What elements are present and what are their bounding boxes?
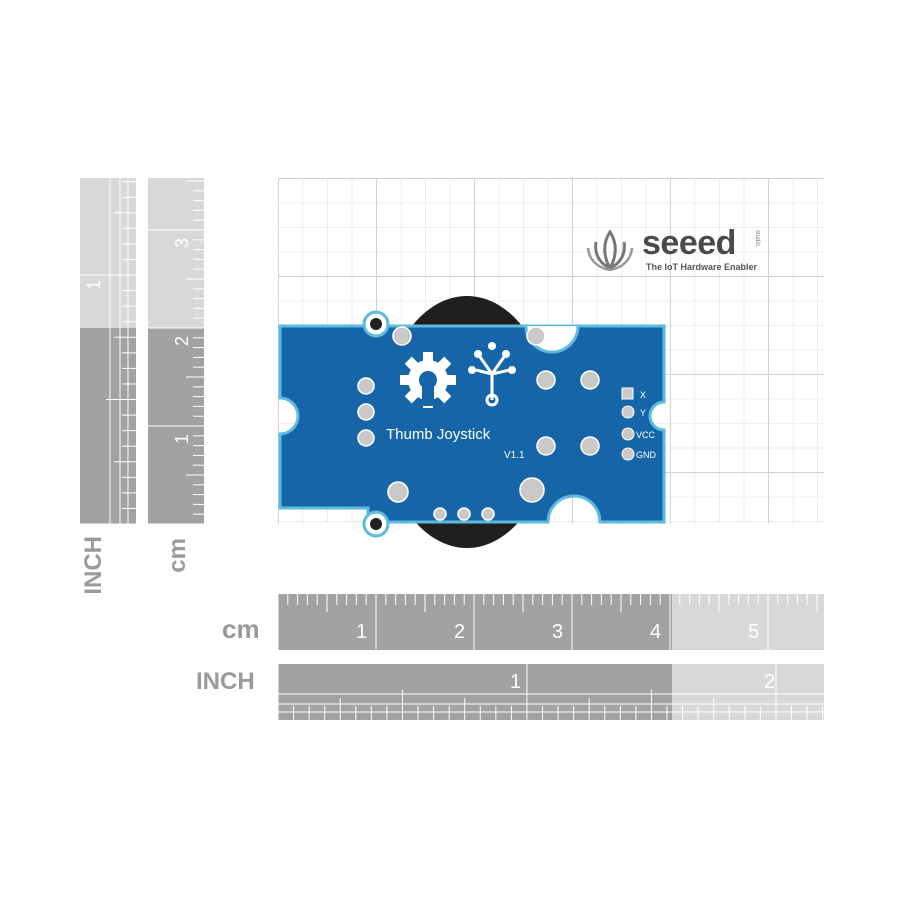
seeed-logo: seeed studio The IoT Hardware Enabler xyxy=(586,224,776,276)
v-cm-tick-label: 1 xyxy=(172,434,192,444)
pin-label-x: X xyxy=(640,390,646,400)
pcb-outline xyxy=(278,324,666,524)
lotus-icon xyxy=(586,229,634,272)
horizontal-cm-label: cm xyxy=(222,614,260,644)
h-inch-tick-label: 2 xyxy=(764,671,775,693)
node-network-icon xyxy=(475,353,511,407)
v-cm-tick-label: 3 xyxy=(172,238,192,248)
v-inch-tick-label: 1 xyxy=(84,280,104,290)
h-cm-tick-label: 5 xyxy=(748,621,759,643)
v-cm-tick-label: 2 xyxy=(172,336,192,346)
horizontal-inch-label: INCH xyxy=(196,668,255,695)
h-inch-tick-label: 1 xyxy=(510,671,521,693)
gear-icon xyxy=(400,352,456,408)
horizontal-inch-ruler: 1 2 xyxy=(277,664,824,720)
vertical-cm-label: cm xyxy=(164,538,191,573)
horizontal-cm-ruler: 1 2 3 4 5 xyxy=(277,594,824,650)
pin-label-gnd: GND xyxy=(636,450,657,460)
brand-side-text: studio xyxy=(754,230,760,247)
h-cm-tick-label: 1 xyxy=(356,621,367,643)
vertical-cm-ruler: 3 2 1 xyxy=(148,178,204,525)
vertical-inch-label: INCH xyxy=(80,536,107,595)
board-title: Thumb Joystick xyxy=(386,426,491,443)
h-cm-tick-label: 2 xyxy=(454,621,465,643)
joystick-board: Thumb Joystick V1.1 X Y VCC GND xyxy=(278,308,688,540)
brand-tagline: The IoT Hardware Enabler xyxy=(646,262,758,272)
pin-label-y: Y xyxy=(640,408,646,418)
h-cm-tick-label: 4 xyxy=(650,621,661,643)
pin-label-vcc: VCC xyxy=(636,430,656,440)
brand-name: seeed xyxy=(642,224,736,262)
h-cm-tick-label: 3 xyxy=(552,621,563,643)
board-version: V1.1 xyxy=(504,450,525,461)
vertical-inch-ruler: 1 xyxy=(80,178,136,525)
